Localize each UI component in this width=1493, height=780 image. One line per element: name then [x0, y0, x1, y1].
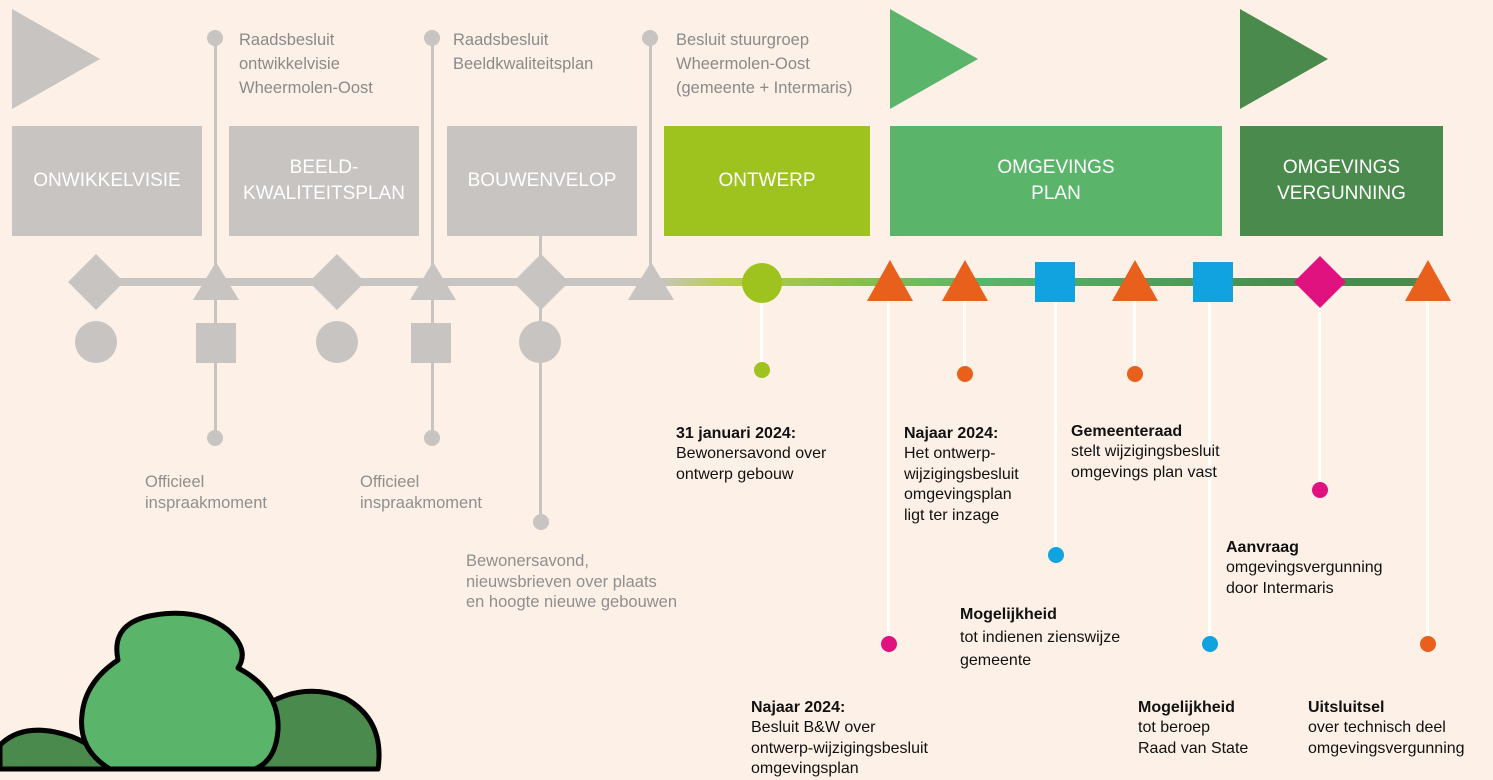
event-text: tot indienen zienswijze gemeente — [960, 629, 1121, 669]
event-31-januari: 31 januari 2024: Bewonersavond over ontwe… — [676, 403, 826, 485]
connector-besluit-bw — [887, 300, 890, 645]
event-title: Uitsluitsel — [1308, 698, 1385, 716]
dot-inspraak-2 — [424, 430, 440, 446]
connector-31-januari — [760, 300, 763, 370]
triangle-marker-orange-icon — [1112, 260, 1158, 301]
circle-marker-icon — [75, 321, 117, 363]
square-marker-blue-icon — [1193, 262, 1233, 302]
connector-gemeenteraad — [1133, 300, 1136, 375]
event-text: Het ontwerp- wijzigingsbesluit omgevings… — [904, 445, 1019, 524]
dot-inspraak-1 — [207, 430, 223, 446]
dot-bewonersavond — [533, 514, 549, 530]
phase-flag-green-icon — [890, 9, 978, 109]
diamond-marker-icon — [513, 254, 569, 310]
phase-box-bouwenvelop: BOUWENVELOP — [447, 126, 637, 236]
milestone-line-1 — [214, 38, 217, 438]
note-inspraak-1: Officieel inspraakmoment — [145, 473, 267, 512]
event-text: Bewonersavond over ontwerp gebouw — [676, 445, 827, 483]
connector-uitsluitsel — [1426, 300, 1429, 645]
triangle-marker-icon — [410, 262, 456, 300]
phase-box-ontwerp: ONTWERP — [664, 126, 870, 236]
event-text: Besluit B&W over ontwerp-wijzigingsbeslu… — [751, 719, 928, 777]
dot-zienswijze — [1048, 547, 1064, 563]
diamond-marker-icon — [68, 254, 124, 310]
event-title: 31 januari 2024: — [676, 424, 797, 442]
top-label-beeldkwaliteitsplan: Raadsbesluit Beeldkwaliteitsplan — [453, 31, 594, 73]
connector-beroep — [1208, 300, 1211, 645]
dot-31-januari — [754, 362, 770, 378]
event-title: Aanvraag — [1226, 538, 1299, 556]
triangle-marker-orange-icon — [867, 260, 913, 301]
dot-gemeenteraad — [1127, 366, 1143, 382]
event-text: over technisch deel omgevingsvergunning — [1308, 719, 1465, 757]
dot-uitsluitsel — [1420, 636, 1436, 652]
square-marker-icon — [411, 323, 451, 363]
event-text: tot beroep Raad van State — [1138, 719, 1249, 757]
event-besluit-bw: Najaar 2024: Besluit B&W over ontwerp-wij… — [751, 677, 928, 780]
connector-bouwenvelop — [539, 230, 542, 520]
top-label-ontwikkelvisie: Raadsbesluit ontwikkelvisie Wheermolen-O… — [239, 31, 373, 97]
circle-marker-icon — [519, 321, 561, 363]
connector-ter-inzage — [963, 300, 966, 375]
dot-beroep — [1202, 636, 1218, 652]
diamond-marker-icon — [309, 254, 365, 310]
connector-aanvraag — [1318, 300, 1321, 490]
event-title: Mogelijkheid — [960, 606, 1057, 623]
circle-marker-icon — [316, 321, 358, 363]
event-title: Mogelijkheid — [1138, 698, 1235, 716]
phase-box-ontwikkelvisie: ONWIKKELVISIE — [12, 126, 202, 236]
event-text: omgevingsvergunning door Intermaris — [1226, 559, 1383, 597]
diamond-marker-magenta-icon — [1294, 256, 1346, 308]
phase-box-omgevingsplan: OMGEVINGS PLAN — [890, 126, 1222, 236]
note-inspraak-2: Officieel inspraakmoment — [360, 473, 482, 512]
dot-ter-inzage — [957, 366, 973, 382]
phase-box-omgevingsvergunning: OMGEVINGS VERGUNNING — [1240, 126, 1443, 236]
dot-aanvraag — [1312, 482, 1328, 498]
event-title: Najaar 2024: — [751, 698, 846, 716]
note-bewonersavond: Bewonersavond, nieuwsbrieven over plaats… — [466, 552, 678, 611]
event-title: Najaar 2024: — [904, 424, 999, 442]
triangle-marker-orange-icon — [1405, 260, 1451, 301]
milestone-line-3 — [649, 38, 652, 288]
event-ter-inzage: Najaar 2024: Het ontwerp- wijzigingsbeslu… — [904, 403, 1019, 526]
square-marker-blue-icon — [1035, 262, 1075, 302]
event-aanvraag: Aanvraag omgevingsvergunning door Interma… — [1226, 517, 1383, 599]
phase-flag-darkgreen-icon — [1240, 9, 1328, 109]
milestone-line-2 — [431, 38, 434, 438]
triangle-marker-icon — [193, 262, 239, 300]
event-text: stelt wijzigingsbesluit omgevings plan v… — [1071, 443, 1220, 481]
triangle-marker-icon — [628, 262, 674, 300]
connector-zienswijze — [1054, 300, 1057, 555]
event-zienswijze: Mogelijkheid tot indienen zienswijze geme… — [960, 580, 1120, 672]
circle-marker-ontwerp-icon — [742, 263, 782, 303]
tree-illustration-icon — [0, 610, 382, 772]
event-beroep: Mogelijkheid tot beroep Raad van State — [1138, 677, 1248, 759]
square-marker-icon — [196, 323, 236, 363]
phase-flag-gray-icon — [12, 9, 100, 109]
dot-besluit-bw — [881, 636, 897, 652]
event-gemeenteraad: Gemeenteraad stelt wijzigingsbesluit omge… — [1071, 401, 1220, 483]
event-title: Gemeenteraad — [1071, 422, 1183, 440]
top-label-stuurgroep: Besluit stuurgroep Wheermolen-Oost (geme… — [676, 31, 853, 97]
phase-box-beeldkwaliteitsplan: BEELD- KWALITEITSPLAN — [229, 126, 419, 236]
event-uitsluitsel: Uitsluitsel over technisch deel omgevings… — [1308, 677, 1465, 759]
triangle-marker-orange-icon — [942, 260, 988, 301]
